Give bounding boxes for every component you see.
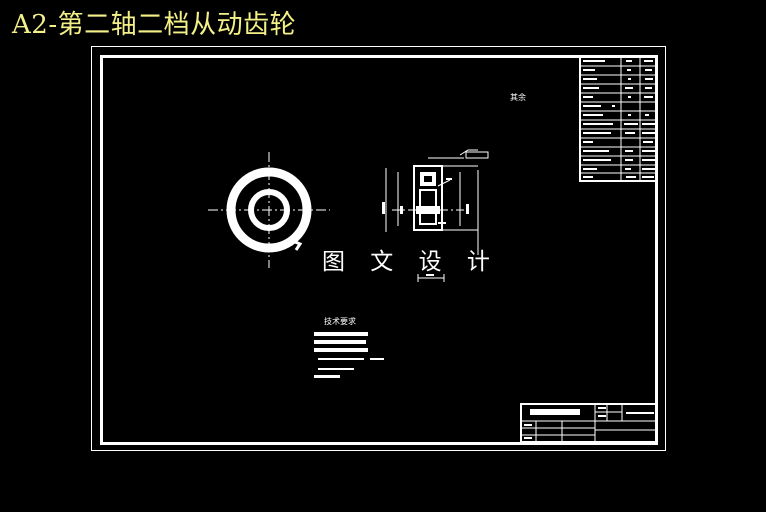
title-block-text-marks: [524, 407, 654, 439]
sheet-drawing-frame: [100, 55, 658, 445]
technical-requirements-title: 技术要求: [324, 317, 356, 326]
gear-parameter-table: [579, 56, 657, 182]
drawing-title: A2-第二轴二档从动齿轮: [12, 10, 297, 40]
surface-roughness-note: 其余: [510, 93, 526, 102]
parameter-table-text-marks: [583, 60, 655, 178]
gear-section-view: [385, 149, 489, 282]
technical-requirements-lines: [314, 332, 384, 378]
gear-front-view: [208, 152, 330, 268]
title-block: [520, 403, 657, 443]
section-dimension-marks: [382, 178, 469, 276]
watermark-text: 图 文 设 计: [322, 249, 499, 275]
sheet-outer-border: [91, 46, 666, 451]
